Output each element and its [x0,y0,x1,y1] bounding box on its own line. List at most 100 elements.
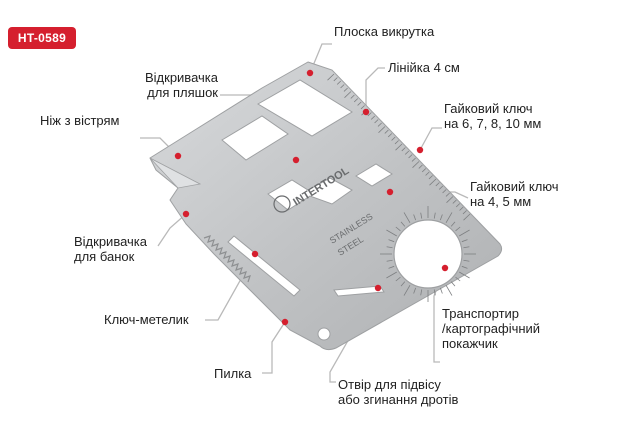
protractor-tick [388,265,395,269]
wrench-cutout-large [267,177,353,211]
ruler-tick [340,84,345,89]
label-saw: Пилка [214,366,252,381]
protractor-tick [386,246,393,249]
marker-butterfly-key [251,250,259,258]
ruler-tick [412,161,420,168]
protractor-tick [400,221,406,227]
ruler-tick [387,133,393,138]
leader-wrench-large [419,127,442,151]
protractor-tick [458,229,470,237]
ruler-tick [336,80,342,85]
protractor-tick [450,221,456,227]
protractor-hole [393,219,463,289]
ruler-tick [462,210,467,215]
marker-protractor [441,264,449,272]
label-wrench-small: Гайковий ключ на 4, 5 мм [470,179,559,209]
protractor-tick [445,284,453,296]
ruler-tick [404,150,410,155]
label-bottle-opener: Відкривачка для пляшок [144,70,218,100]
marker-can-opener [182,210,190,218]
saw-teeth [203,235,251,283]
protractor-tick [386,271,398,279]
label-butterfly-key: Ключ-метелик [104,312,189,327]
ruler-tick [333,77,338,82]
wrench-cutout-small [355,163,393,187]
ruler-tick [418,164,423,169]
marker-bottle-opener [292,156,300,164]
marker-flat-screwdriver [306,69,314,77]
leader-ruler [365,67,385,112]
lower-slot [333,285,385,297]
marker-sharp-knife [174,152,182,160]
protractor-tick [413,214,417,221]
protractor-tick [439,214,443,221]
label-can-opener: Відкривачка для банок [74,234,148,264]
protractor-tick [413,287,417,294]
marker-wrench-small [386,188,394,196]
label-protractor: Транспортир /картографічний покажчик [442,306,541,351]
marker-saw [281,318,289,326]
knife-blade [149,157,202,189]
protractor-tick [395,276,401,282]
label-ruler: Лінійка 4 см [388,60,460,75]
ruler-tick [408,154,413,159]
ruler-tick [378,126,386,133]
ruler-tick [428,175,433,180]
ruler-tick [445,192,450,197]
protractor-ticks [380,206,476,302]
ruler-tick [425,171,430,176]
protractor-tick [420,289,423,296]
ruler-tick [463,213,471,221]
protractor-tick [445,212,453,224]
marker-ruler [362,108,370,116]
callout-markers [174,69,449,326]
protractor-tick [403,212,411,224]
label-sharp-knife: Ніж з вістрям [40,113,120,128]
ruler-tick [435,182,440,187]
ruler-tick [401,147,406,152]
protractor-tick [461,239,468,243]
protractor-tick [455,226,461,232]
ruler-tick [395,143,403,151]
ruler-tick [455,203,461,208]
ruler-tick [459,206,464,211]
leader-flat-screwdriver [309,43,332,74]
protractor-tick [458,271,470,279]
protractor-tick [433,289,436,296]
hanging-hole [317,327,331,341]
multitool-card: INTERTOOL STAINLESS STEEL [149,61,503,351]
protractor-tick [439,287,443,294]
ruler-tick [411,157,416,162]
protractor-tick [395,226,401,232]
protractor-tick [388,239,395,243]
protractor-tick [461,265,468,269]
ruler-tick [357,101,362,106]
ruler-tick [442,189,447,194]
ruler-tick [429,178,437,186]
protractor-tick [386,229,398,237]
ruler-tick [327,73,335,81]
protractor-tick [400,281,406,287]
protractor-tick [463,246,470,249]
protractor-tick [386,259,393,262]
ruler-tick [394,140,399,145]
ruler-ticks [327,73,471,221]
ruler-tick [374,119,379,124]
ruler-tick [421,168,427,173]
protractor-tick [463,259,470,262]
label-flat-screwdriver: Плоска викрутка [334,24,435,39]
ruler-tick [384,129,389,134]
brand-emblem [273,195,291,213]
ruler-tick [350,94,355,99]
ruler-tick [452,199,457,204]
label-hanging-hole: Отвір для підвісу або згинання дротів [338,377,459,407]
bottle-opener-cutout [221,115,289,161]
upper-slot-cutout [257,79,353,137]
protractor-tick [450,281,456,287]
marker-wrench-large [416,146,424,154]
ruler-tick [446,196,454,203]
ruler-tick [353,98,359,103]
ruler-tick [370,115,376,120]
label-wrench-large: Гайковий ключ на 6, 7, 8, 10 мм [444,101,542,131]
